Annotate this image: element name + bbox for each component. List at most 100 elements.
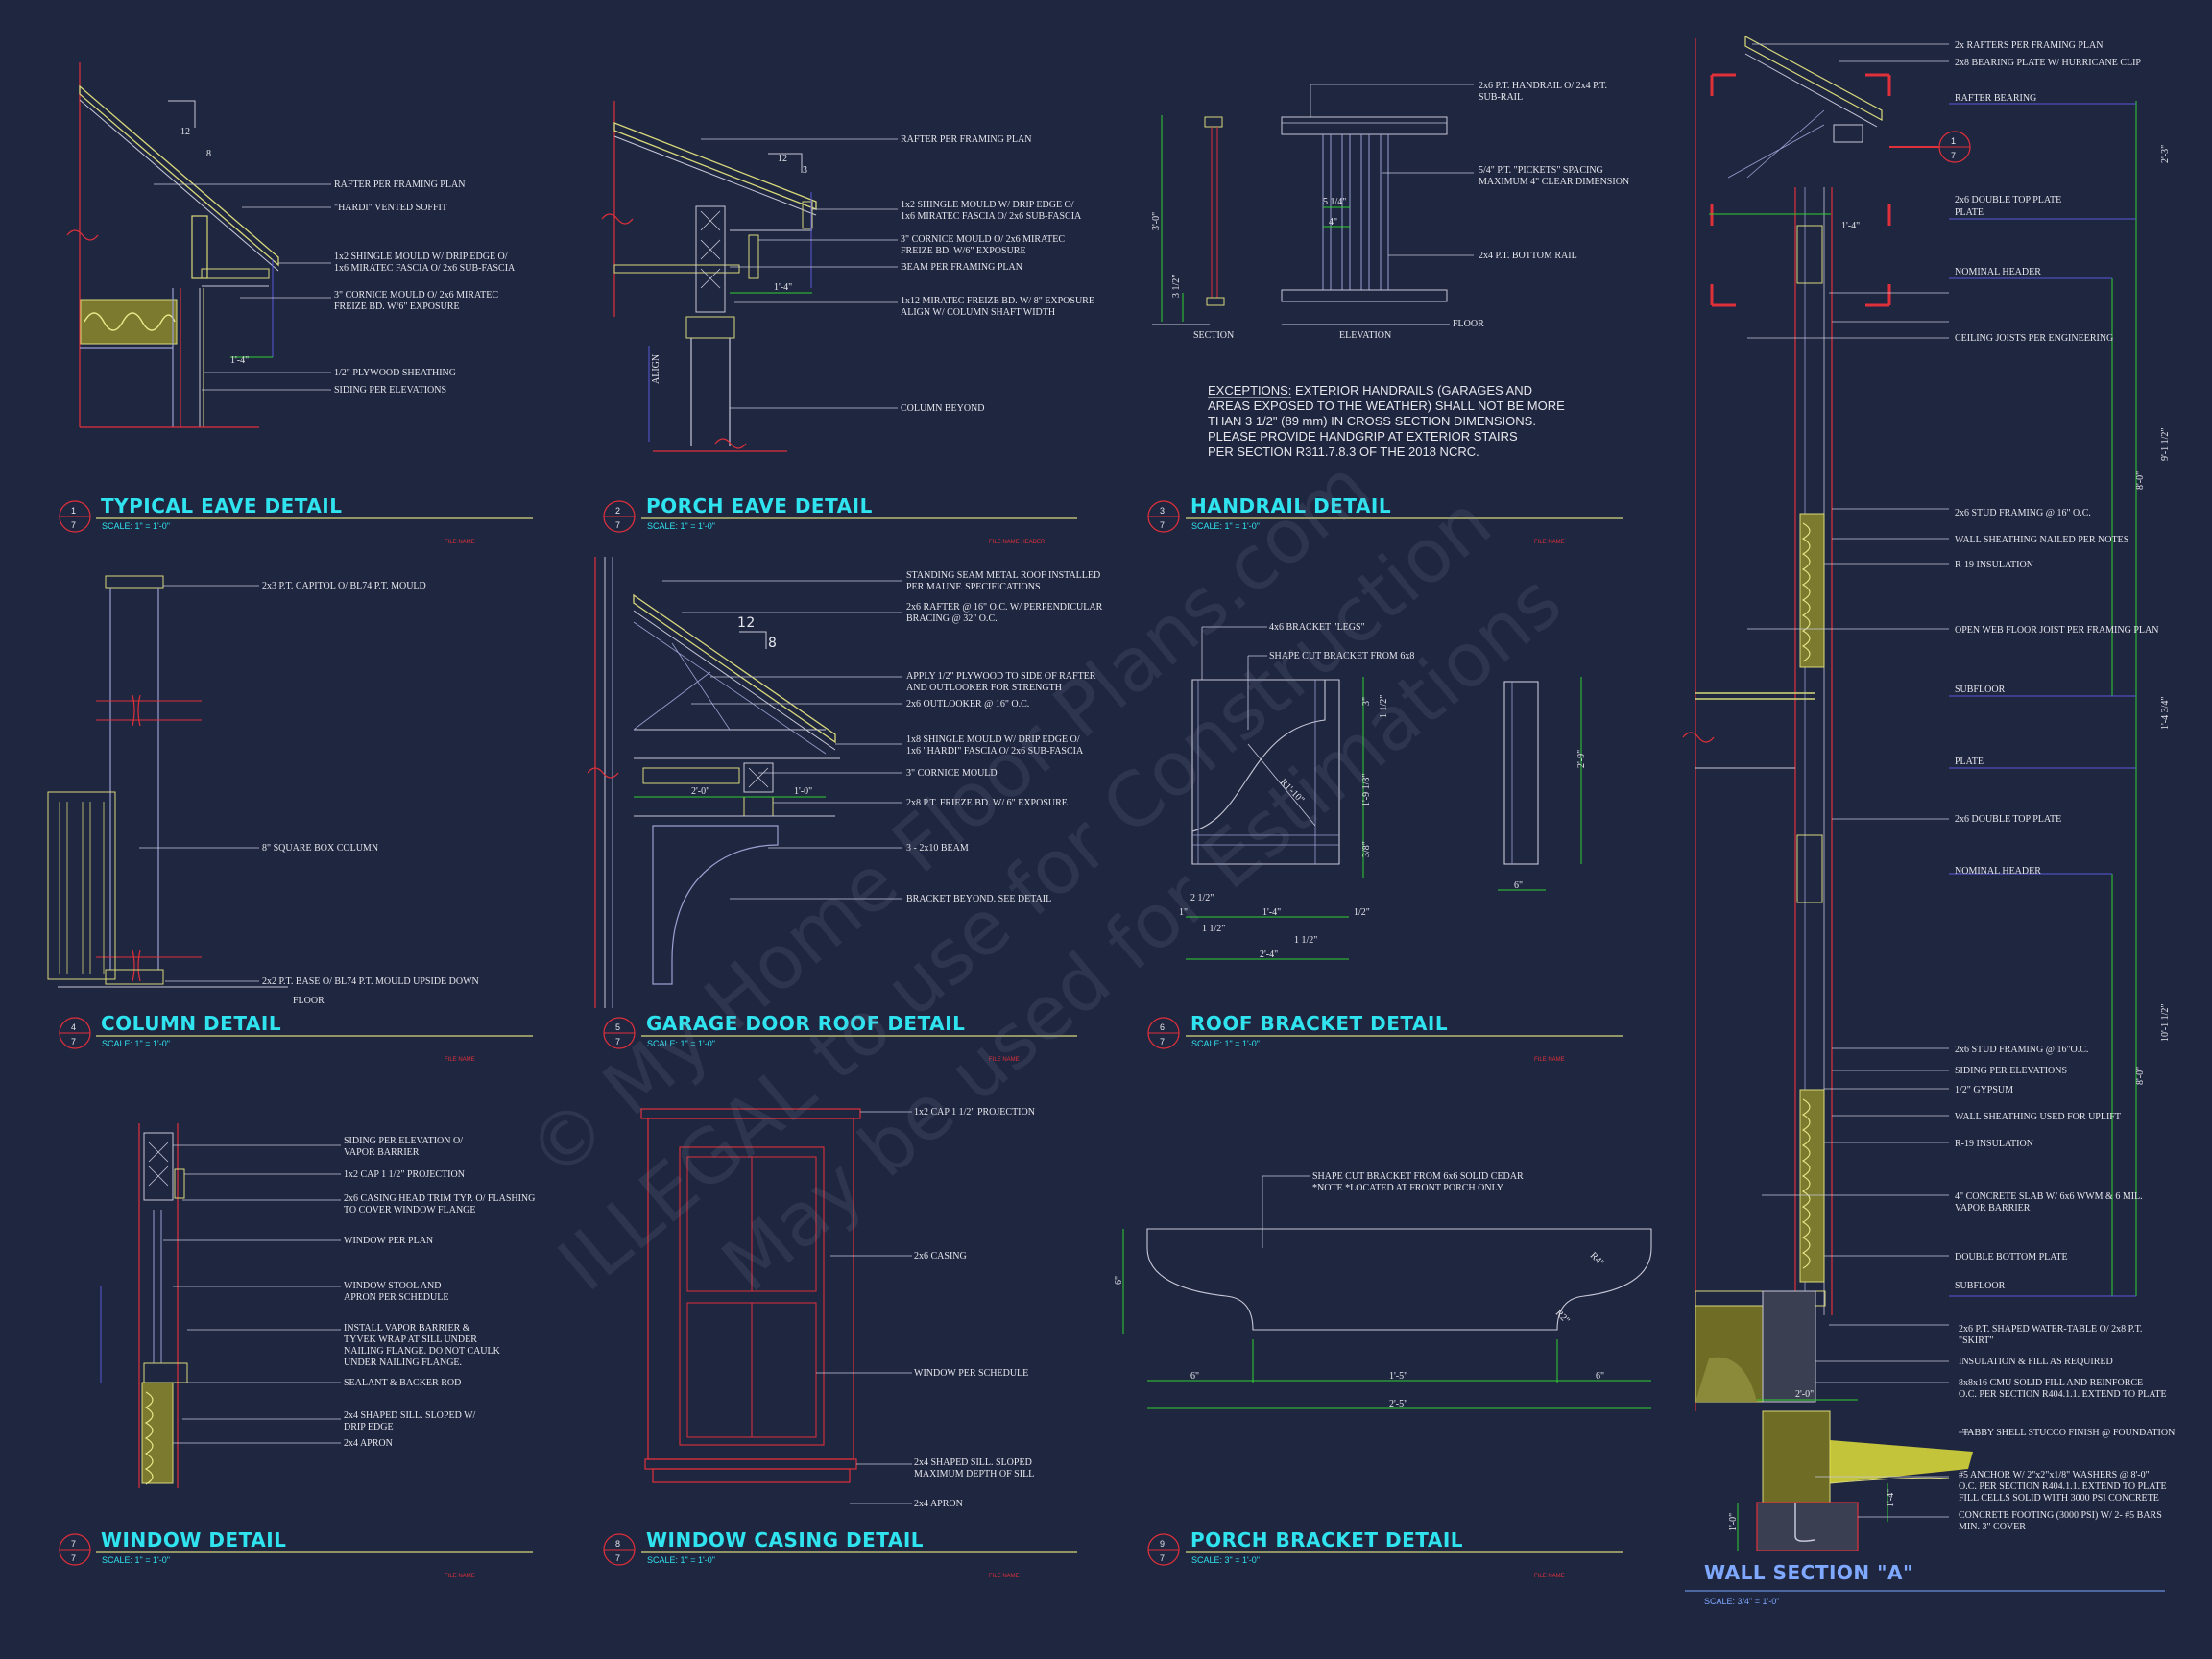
section-label: SECTION — [1193, 330, 1234, 341]
sheet-number: 7 — [71, 520, 76, 530]
eave-overhang-dim: 1'-4" — [1841, 221, 1860, 231]
porch-eave-overhang-dim: 1'-4" — [774, 282, 792, 293]
porch-eave-notes: RAFTER PER FRAMING PLAN 1x2 SHINGLE MOUL… — [901, 134, 1094, 414]
detail-title: PORCH BRACKET DETAIL — [1190, 1528, 1463, 1551]
detail-number: 7 — [71, 1539, 76, 1549]
note: 3" CORNICE MOULD O/ 2x6 MIRATEC — [901, 234, 1065, 245]
note: AND OUTLOOKER FOR STRENGTH — [906, 683, 1062, 693]
note: TABBY SHELL STUCCO FINISH @ FOUNDATION — [1962, 1428, 2175, 1438]
note: NAILING FLANGE. DO NOT CAULK — [344, 1346, 501, 1357]
note: DOUBLE BOTTOM PLATE — [1955, 1252, 2068, 1262]
detail-scale: SCALE: 1" = 1'-0" — [1191, 1039, 1260, 1048]
note: RAFTER PER FRAMING PLAN — [334, 180, 465, 190]
title-block-detail-6[interactable]: 6 7 ROOF BRACKET DETAIL SCALE: 1" = 1'-0… — [1147, 1012, 1623, 1063]
note: 2x4 SHAPED SILL. SLOPED W/ — [344, 1410, 476, 1421]
note: INSULATION & FILL AS REQUIRED — [1959, 1357, 2113, 1367]
title-block-detail-4[interactable]: 4 7 COLUMN DETAIL SCALE: 1" = 1'-0" FILE… — [59, 1012, 533, 1063]
note: FREIZE BD. W/6" EXPOSURE — [901, 246, 1026, 256]
note: SUBFLOOR — [1955, 685, 2006, 695]
sheet-number: 7 — [1160, 1553, 1165, 1563]
eave-slope-rise: 8 — [206, 149, 211, 159]
note: TYVEK WRAP AT SILL UNDER — [344, 1334, 477, 1345]
wall-section-drawing: 1 7 1'-0" 2'-0" 1'-4" 1'-4" — [1682, 35, 2171, 1551]
exception-line: AREAS EXPOSED TO THE WEATHER) SHALL NOT … — [1208, 398, 1565, 413]
file-name-tag: FILE NAME — [445, 1574, 475, 1579]
sheet-number: 7 — [71, 1037, 76, 1046]
spacing-dim: 4" — [1329, 217, 1337, 228]
note: APRON PER SCHEDULE — [344, 1292, 448, 1303]
note: 2x6 OUTLOOKER @ 16" O.C. — [906, 699, 1029, 709]
sheet-number: 7 — [615, 1553, 620, 1563]
grade-dim: 1'-4" — [1886, 1489, 1896, 1507]
note: 2x6 RAFTER @ 16" O.C. W/ PERPENDICULAR — [906, 602, 1103, 613]
detail-title: GARAGE DOOR ROOF DETAIL — [646, 1012, 965, 1035]
note: WINDOW PER PLAN — [344, 1236, 433, 1246]
note: WINDOW STOOL AND — [344, 1281, 441, 1291]
window-casing-drawing — [640, 1108, 912, 1504]
note: 1x12 MIRATEC FREIZE BD. W/ 8" EXPOSURE — [901, 296, 1094, 306]
detail-title: TYPICAL EAVE DETAIL — [101, 494, 343, 517]
file-name-tag: FILE NAME — [989, 1057, 1020, 1063]
note: 2x3 P.T. CAPITOL O/ BL74 P.T. MOULD — [262, 581, 426, 591]
sheet-number: 7 — [71, 1553, 76, 1563]
title-block-detail-7[interactable]: 7 7 WINDOW DETAIL SCALE: 1" = 1'-0" FILE… — [59, 1528, 533, 1579]
title-block-detail-3[interactable]: 3 7 HANDRAIL DETAIL SCALE: 1" = 1'-0" FI… — [1147, 494, 1623, 545]
window-drawing — [100, 1123, 341, 1488]
note: 4x6 BRACKET "LEGS" — [1269, 622, 1365, 633]
note: PER MAUNF. SPECIFICATIONS — [906, 582, 1041, 592]
garage-fascia-dim: 1'-0" — [794, 786, 812, 797]
picket-dim: 5 1/4" — [1323, 197, 1346, 207]
typical-eave-notes: RAFTER PER FRAMING PLAN "HARDI" VENTED S… — [334, 180, 516, 396]
note: 3 - 2x10 BEAM — [906, 843, 969, 854]
detail-title: WINDOW DETAIL — [101, 1528, 286, 1551]
file-name-tag: FILE NAME — [445, 1057, 475, 1063]
title-block-wall-section[interactable]: WALL SECTION "A" SCALE: 3/4" = 1'-0" — [1685, 1561, 2165, 1606]
note: 1x8 SHINGLE MOULD W/ DRIP EDGE O/ — [906, 734, 1080, 745]
note: VAPOR BARRIER — [1955, 1203, 2031, 1214]
note: 2x8 BEARING PLATE W/ HURRICANE CLIP — [1955, 58, 2141, 68]
note: STANDING SEAM METAL ROOF INSTALLED — [906, 570, 1100, 581]
bracket-dim: 1'-5" — [1389, 1371, 1407, 1382]
detail-number: 1 — [71, 506, 76, 516]
note: MAXIMUM 4" CLEAR DIMENSION — [1479, 177, 1629, 187]
wall-dim: 10'-1 1/2" — [2160, 1004, 2171, 1043]
bracket-dim: 3/8" — [1361, 841, 1372, 857]
note: 8x8x16 CMU SOLID FILL AND REINFORCE — [1959, 1378, 2143, 1388]
garage-overhang-dim: 2'-0" — [691, 786, 709, 797]
title-block-detail-2[interactable]: 2 7 PORCH EAVE DETAIL SCALE: 1" = 1'-0" … — [603, 494, 1077, 545]
note: 2x6 P.T. SHAPED WATER-TABLE O/ 2x8 P.T. — [1959, 1324, 2142, 1334]
title-block-detail-5[interactable]: 5 7 GARAGE DOOR ROOF DETAIL SCALE: 1" = … — [603, 1012, 1077, 1063]
bracket-depth-dim: 6" — [1114, 1276, 1124, 1285]
note: PLATE — [1955, 207, 1984, 218]
detail-number: 6 — [1160, 1022, 1165, 1032]
typical-eave-drawing: 12 8 1'-4" — [66, 62, 331, 428]
detail-title: ROOF BRACKET DETAIL — [1190, 1012, 1448, 1035]
note: 2x6 DOUBLE TOP PLATE — [1955, 195, 2061, 205]
note: MAXIMUM DEPTH OF SILL — [914, 1469, 1034, 1479]
note: 1x2 CAP 1 1/2" PROJECTION — [914, 1107, 1035, 1118]
wall-dim: 8'-0" — [2135, 471, 2146, 490]
note: PLATE — [1955, 757, 1984, 767]
wall-section-notes: 2x RAFTERS PER FRAMING PLAN 2x8 BEARING … — [1955, 40, 2175, 1532]
detail-scale: SCALE: 1" = 1'-0" — [102, 1555, 170, 1565]
note: 1x2 SHINGLE MOULD W/ DRIP EDGE O/ — [901, 200, 1074, 210]
note: SIDING PER ELEVATION O/ — [344, 1136, 463, 1146]
note: R-19 INSULATION — [1955, 560, 2033, 570]
note: NOMINAL HEADER — [1955, 267, 2041, 277]
note: 2x4 SHAPED SILL. SLOPED — [914, 1457, 1032, 1468]
note: DRIP EDGE — [344, 1422, 394, 1432]
sheet-number: 7 — [615, 1037, 620, 1046]
note: 2x6 STUD FRAMING @ 16" O.C. — [1955, 508, 2091, 518]
note: WALL SHEATHING NAILED PER NOTES — [1955, 535, 2128, 545]
detail-number: 4 — [71, 1022, 76, 1032]
title-block-detail-8[interactable]: 8 7 WINDOW CASING DETAIL SCALE: 1" = 1'-… — [603, 1528, 1077, 1579]
detail-scale: SCALE: 1" = 1'-0" — [102, 521, 170, 531]
garage-roof-notes: STANDING SEAM METAL ROOF INSTALLED PER M… — [906, 570, 1103, 904]
title-block-detail-1[interactable]: 1 7 TYPICAL EAVE DETAIL SCALE: 1" = 1'-0… — [59, 494, 533, 545]
note: 2x6 P.T. HANDRAIL O/ 2x4 P.T. — [1479, 81, 1607, 91]
bracket-dim: 6" — [1190, 1371, 1199, 1382]
note: 2x4 P.T. BOTTOM RAIL — [1479, 251, 1577, 261]
callout-sheet-number: 7 — [1951, 151, 1956, 160]
title-block-detail-9[interactable]: 9 7 PORCH BRACKET DETAIL SCALE: 3" = 1'-… — [1147, 1528, 1623, 1579]
note: SIDING PER ELEVATIONS — [1955, 1066, 2067, 1076]
